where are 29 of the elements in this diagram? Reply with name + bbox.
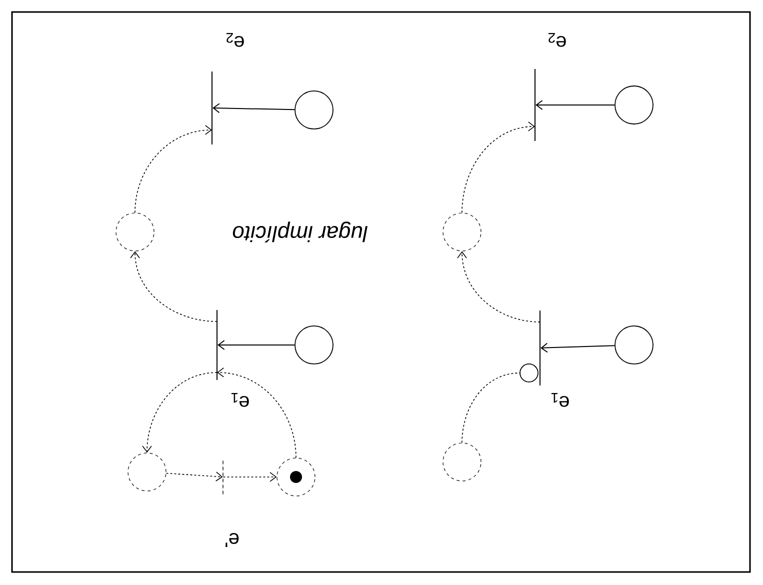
arrow [142,372,218,453]
place-circle [442,442,482,482]
transition-label: e$_{2}$ [548,33,566,47]
transition-label: e$_{1}$ [231,393,249,407]
place-circle [442,212,482,252]
transition-label: e' [226,533,239,547]
transition-label: e$_{2}$ [226,33,244,47]
arrow [222,472,277,482]
arrow [462,122,535,214]
place-label: lugar implícito [232,222,368,242]
arrow [166,472,223,482]
place-circle [128,452,166,492]
place-circle [276,458,316,496]
arrow [217,368,296,458]
arrow [130,251,218,322]
place-circle [116,212,154,252]
place-circle [614,86,654,124]
place-circle [614,326,654,364]
transition-label: e$_{1}$ [551,393,569,407]
arrow [536,100,616,110]
arrow [540,342,616,353]
arrow [457,251,540,322]
arrow [212,103,296,114]
place-circle [294,90,334,130]
connector-line [462,372,520,444]
arrow [134,125,212,214]
place-circle [520,364,538,382]
arrow [218,340,296,350]
place-circle [294,326,334,364]
